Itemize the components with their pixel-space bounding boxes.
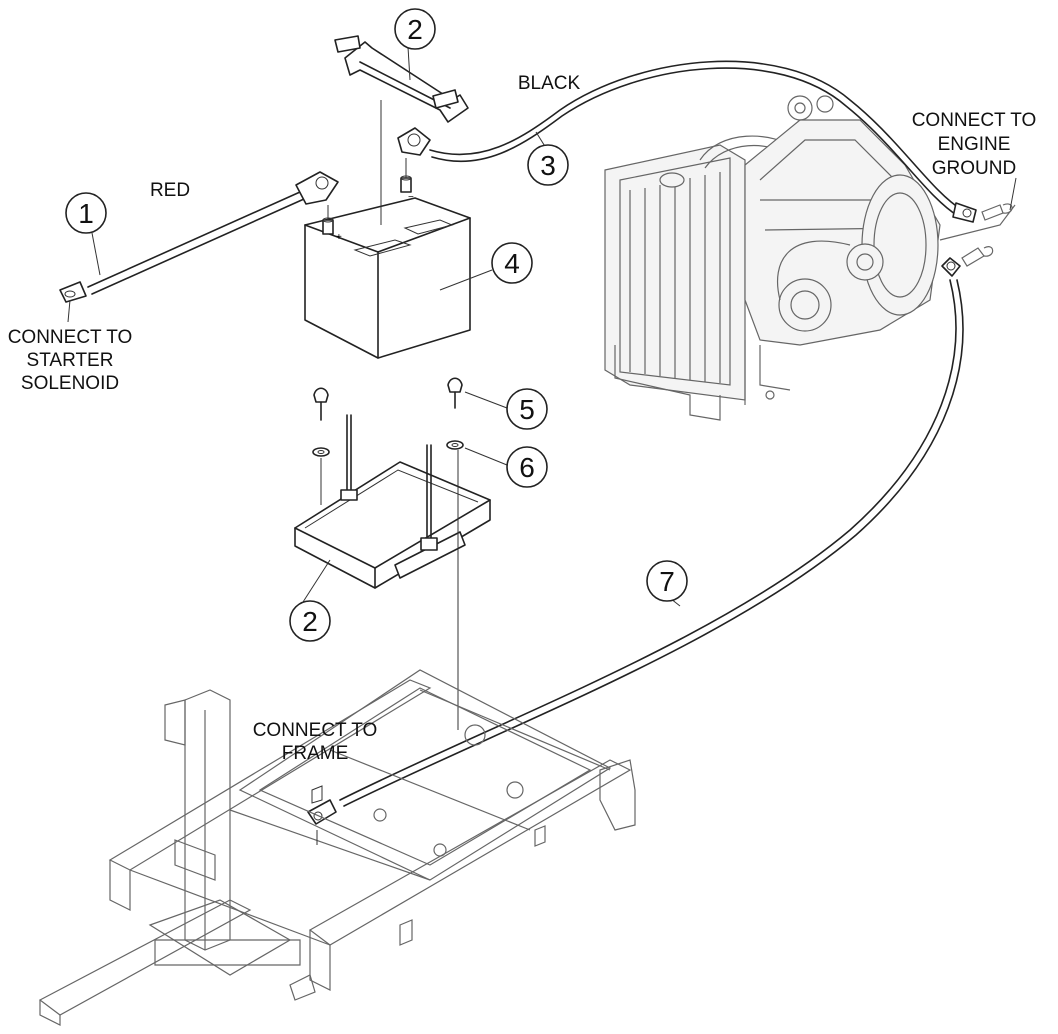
black-cable: [397, 60, 977, 223]
trailer-frame: [38, 669, 636, 1026]
callout-2-bottom: 2: [289, 600, 331, 642]
engine-label-line-1: CONNECT TO: [912, 110, 1037, 131]
engine-assembly: [604, 95, 1016, 421]
callout-3-number: 3: [540, 150, 556, 181]
engine-connection-label: CONNECT TO ENGINE GROUND: [912, 110, 1037, 179]
svg-text:−: −: [408, 192, 414, 203]
callout-5: 5: [506, 388, 548, 430]
leader-lines: [67, 46, 1017, 607]
black-wire-label: BLACK: [518, 73, 581, 94]
frame-connection-label: CONNECT TO FRAME: [253, 720, 378, 764]
battery: + −: [304, 175, 471, 359]
svg-text:+: +: [336, 232, 342, 243]
callout-7: 7: [646, 560, 688, 602]
starter-connection-label: CONNECT TO STARTER SOLENOID: [8, 327, 133, 394]
callout-5-number: 5: [519, 394, 535, 425]
starter-label-line-1: CONNECT TO: [8, 327, 133, 348]
frame-label-line-1: CONNECT TO: [253, 720, 378, 741]
battery-tray: [294, 377, 491, 730]
callout-4-number: 4: [504, 248, 520, 279]
red-cable: [59, 171, 339, 303]
ground-cable: [307, 257, 964, 825]
hold-down-bar: [334, 35, 469, 225]
callout-6-number: 6: [519, 452, 535, 483]
callout-4: 4: [491, 242, 533, 284]
red-wire-label: RED: [150, 180, 190, 201]
starter-label-line-3: SOLENOID: [21, 373, 119, 394]
callout-2-top-number: 2: [407, 14, 423, 45]
callout-1: 1: [65, 192, 107, 234]
frame-label-line-2: FRAME: [282, 743, 349, 764]
callout-2-top: 2: [394, 8, 436, 50]
starter-label-line-2: STARTER: [27, 350, 114, 371]
callout-7-number: 7: [659, 566, 675, 597]
callout-2-bottom-number: 2: [302, 606, 318, 637]
engine-label-line-2: ENGINE: [938, 134, 1011, 155]
callout-3: 3: [527, 144, 569, 186]
callout-1-number: 1: [78, 198, 94, 229]
callout-6: 6: [506, 446, 548, 488]
engine-label-line-3: GROUND: [932, 158, 1016, 179]
